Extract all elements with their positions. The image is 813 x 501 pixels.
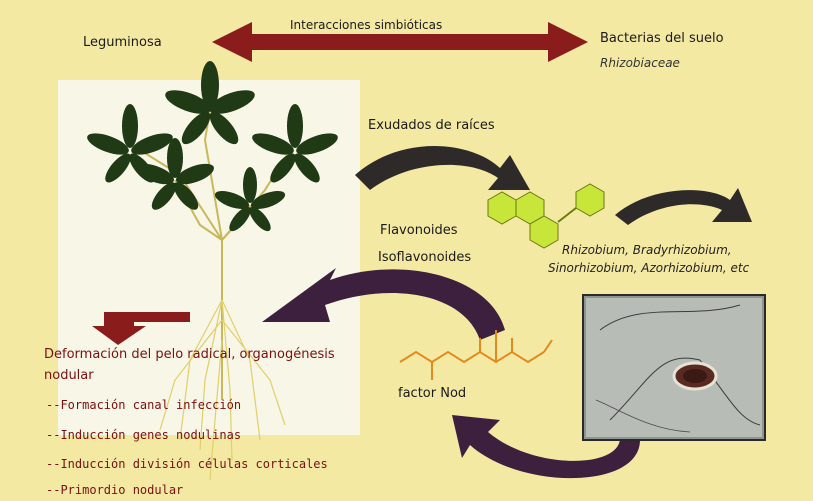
plant-panel <box>58 80 360 435</box>
isoflavonoids-label: Isoflavonoides <box>378 250 471 265</box>
top-arrow-label: Interacciones simbióticas <box>290 18 442 32</box>
flavonoids-label: Flavonoides <box>380 223 458 238</box>
deformation-line-2: nodular <box>44 368 94 383</box>
step-4: --Primordio nodular <box>46 483 183 497</box>
step-2: --Inducción genes nodulinas <box>46 428 241 442</box>
right-title: Bacterias del suelo <box>600 31 724 46</box>
nod-factor-label: factor Nod <box>398 386 466 401</box>
step-1: --Formación canal infección <box>46 398 241 412</box>
exudates-label: Exudados de raíces <box>368 118 495 133</box>
rhizobium-micrograph <box>583 295 765 440</box>
step-3: --Inducción división células corticales <box>46 457 328 471</box>
left-title: Leguminosa <box>83 35 162 50</box>
bacteria-line-1: Rhizobium, Bradyrhizobium, <box>562 243 732 257</box>
right-subtitle: Rhizobiaceae <box>600 56 680 70</box>
deformation-line-1: Deformación del pelo radical, organogéne… <box>44 347 335 362</box>
bacteria-line-2: Sinorhizobium, Azorhizobium, etc <box>548 261 749 275</box>
